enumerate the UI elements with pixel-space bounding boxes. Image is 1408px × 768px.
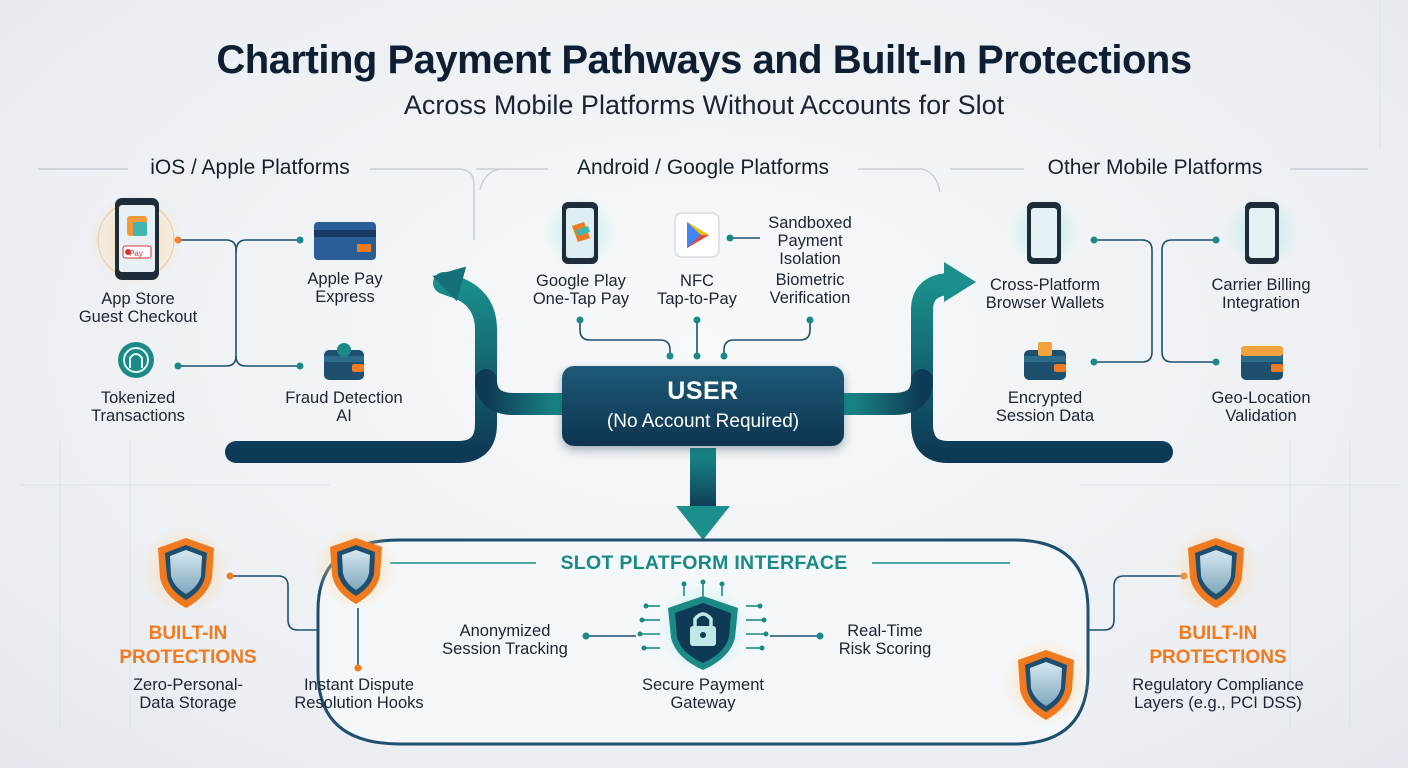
- wallet-icon: [1241, 346, 1283, 380]
- section-other: Other Mobile Platforms: [1047, 156, 1263, 179]
- zero-personal-data-storage: Zero-Personal-Data Storage: [132, 676, 244, 712]
- section-rules: [38, 168, 1368, 240]
- wallet-icon: [1024, 342, 1066, 380]
- phone-icon: [1226, 196, 1298, 268]
- ios-connectors: [178, 239, 300, 367]
- right-arrowhead: [944, 262, 976, 302]
- slot-connectors: [357, 608, 820, 668]
- user-label: USER: [667, 377, 739, 405]
- protection-connectors: [230, 575, 1184, 631]
- user-node: USER (No Account Required): [562, 366, 844, 446]
- page-title: Charting Payment Pathways and Built-In P…: [216, 38, 1192, 82]
- left-arrowhead: [432, 266, 467, 302]
- phone-icon: [544, 196, 616, 268]
- down-arrow-shaft: [690, 448, 716, 510]
- phone-icon: [1008, 196, 1080, 268]
- shield-icon: [142, 526, 230, 614]
- pay-badge-text: Pay: [129, 249, 143, 258]
- android-connectors: [579, 237, 811, 356]
- shield-icon: [314, 526, 398, 610]
- shield-icon: [1002, 638, 1090, 726]
- lock-icon: [637, 579, 769, 674]
- down-arrow-head: [676, 506, 730, 540]
- user-note: (No Account Required): [606, 411, 800, 432]
- shield-icon: [1172, 526, 1260, 614]
- token-icon: [118, 342, 154, 378]
- background-grid: [20, 0, 1400, 730]
- phone-icon: [90, 194, 182, 286]
- wallet-icon: [324, 343, 364, 380]
- other-connectors: [1094, 239, 1216, 363]
- section-android: Android / Google Platforms: [576, 156, 830, 179]
- section-ios: iOS / Apple Platforms: [150, 156, 350, 179]
- credit-card-icon: [314, 222, 376, 260]
- slot-platform-title: SLOT PLATFORM INTERFACE: [560, 552, 848, 574]
- page-subtitle: Across Mobile Platforms Without Accounts…: [403, 90, 1005, 120]
- play-store-icon: [674, 212, 720, 258]
- main-pipes: [225, 272, 1173, 463]
